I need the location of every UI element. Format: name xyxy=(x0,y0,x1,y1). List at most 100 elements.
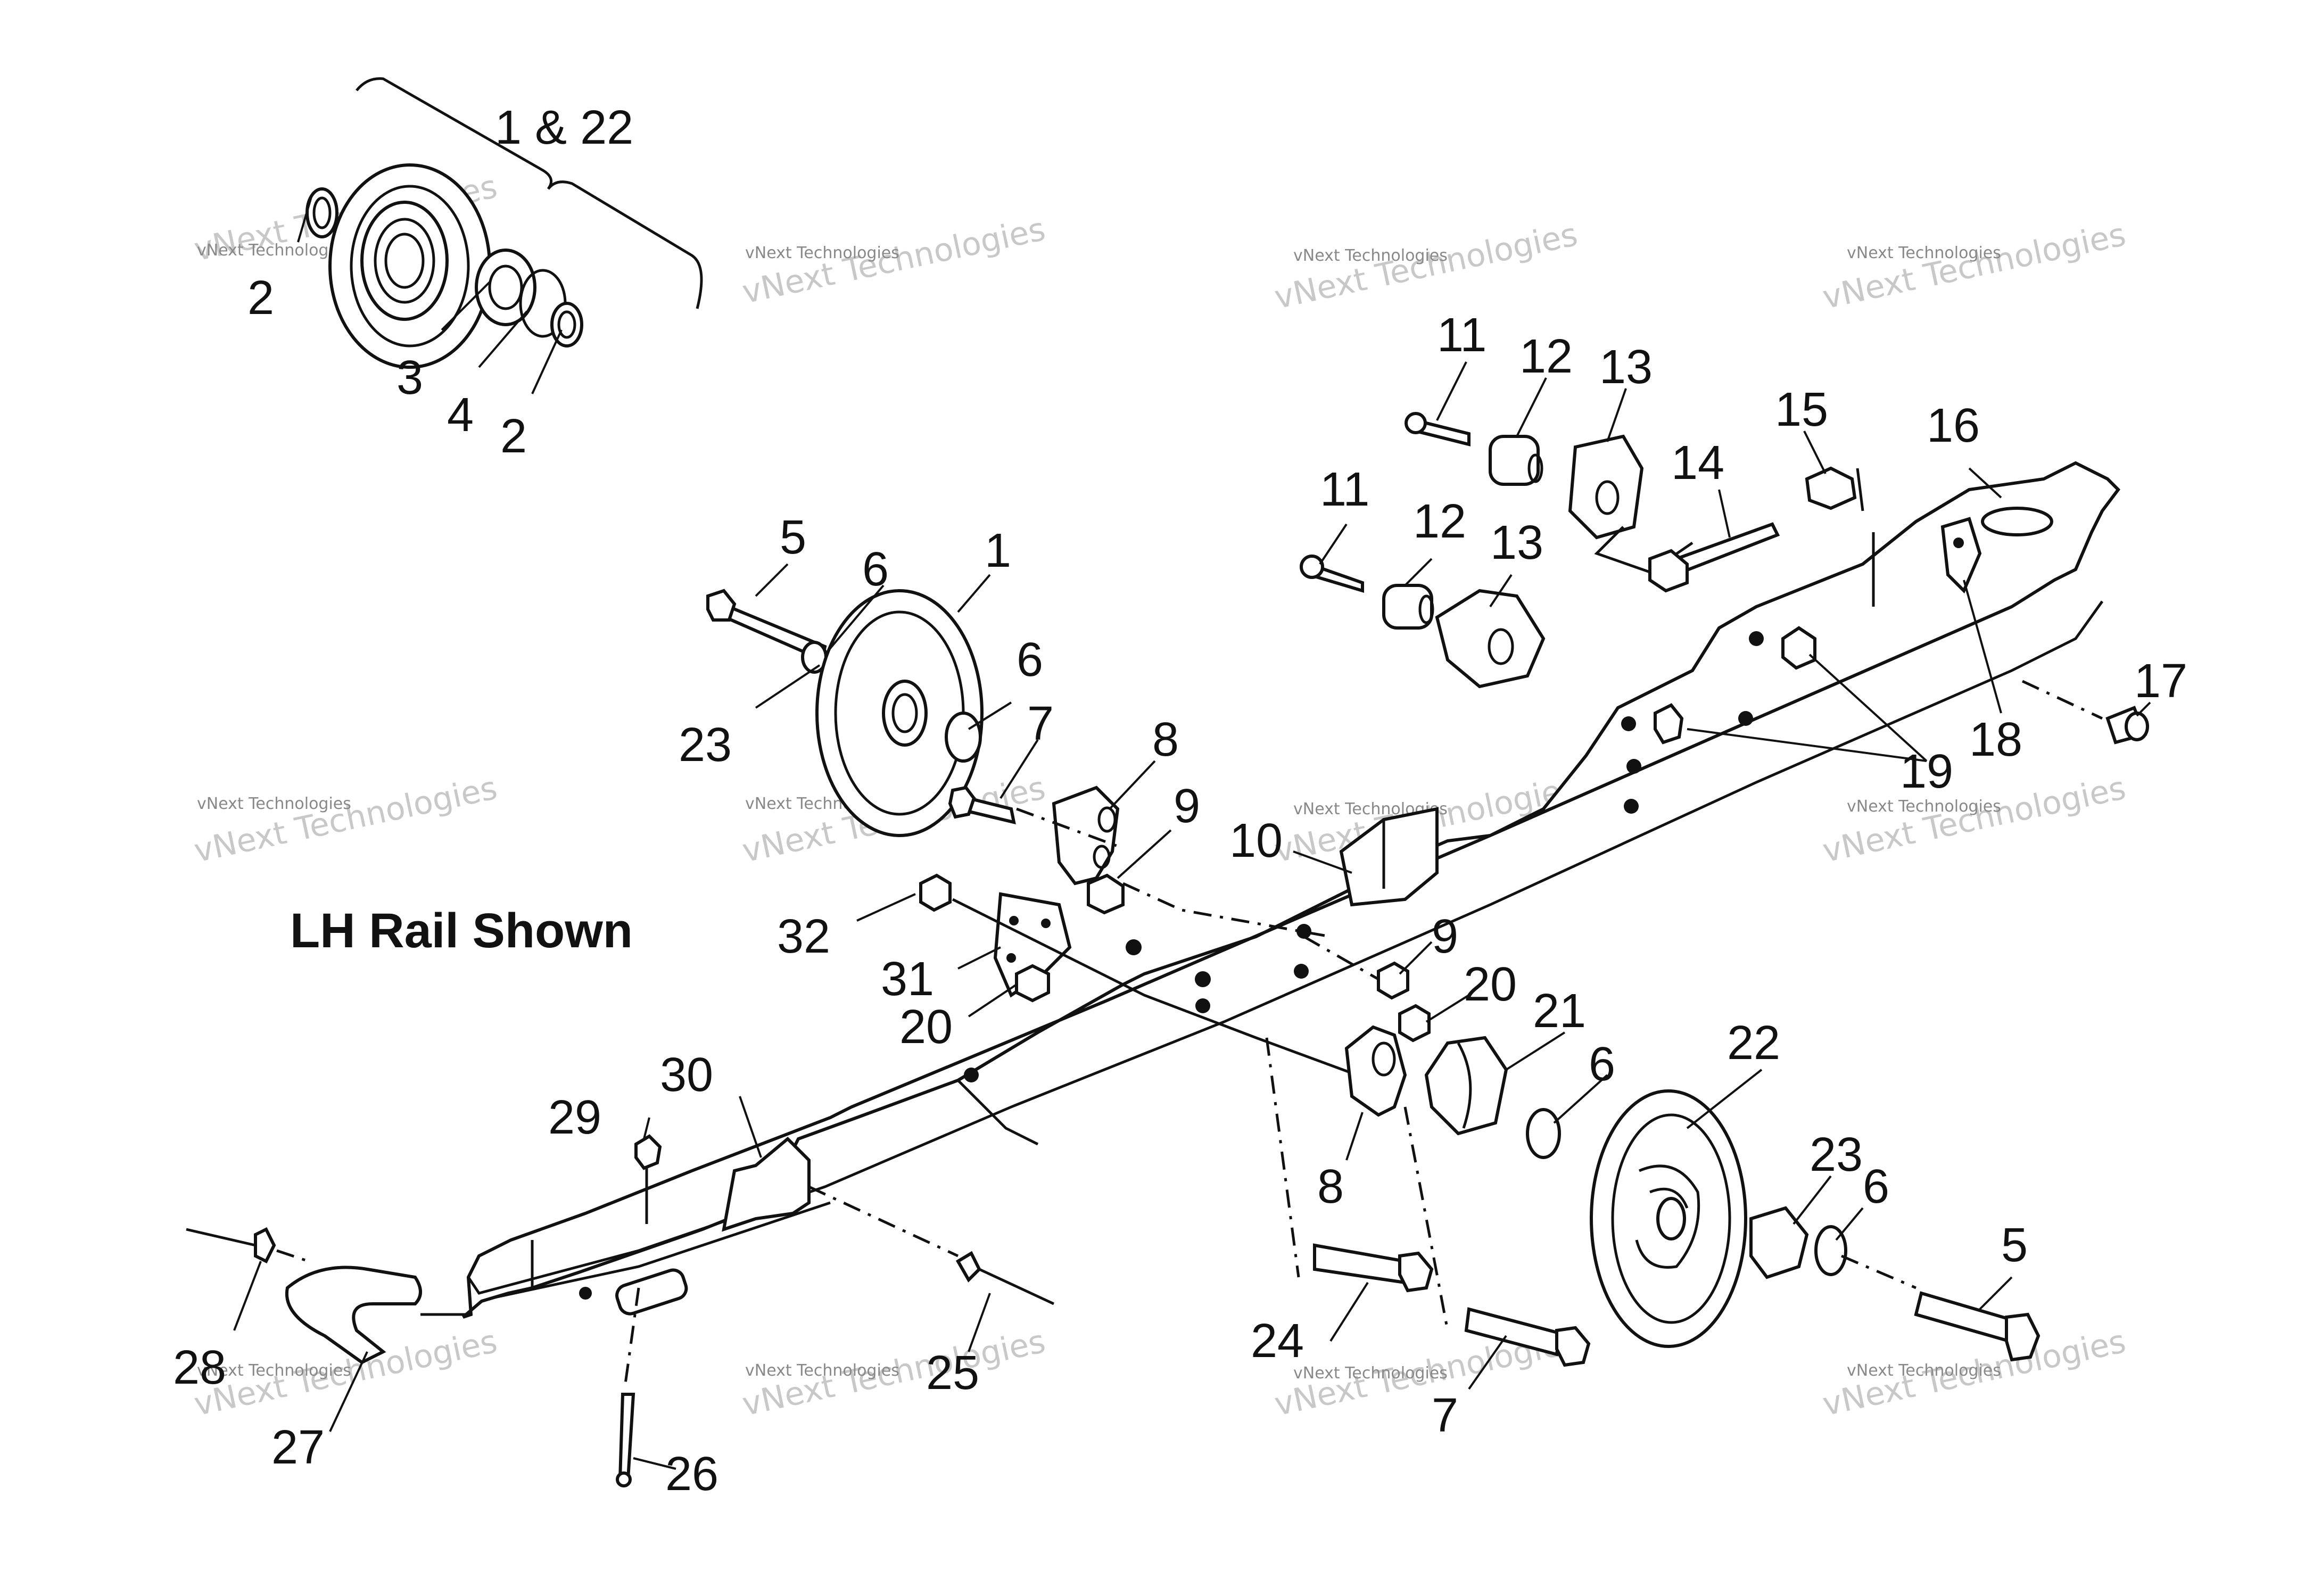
callout-10: 10 xyxy=(1229,814,1283,867)
callout-23: 23 xyxy=(679,718,732,772)
block-30 xyxy=(722,1136,811,1232)
callout-20: 20 xyxy=(899,1000,953,1054)
callout-15: 15 xyxy=(1775,383,1828,436)
watermark: vNext Technologies xyxy=(1293,246,1448,265)
callout-25: 25 xyxy=(926,1346,979,1400)
callout-24: 24 xyxy=(1251,1314,1304,1368)
nut-29 xyxy=(634,1134,662,1170)
watermark: vNext Technologies xyxy=(1847,244,2001,262)
bolt-5-rear xyxy=(1914,1291,2014,1343)
bracket-8-front xyxy=(1052,785,1120,886)
nut-19-b xyxy=(1654,703,1684,745)
bumper-27 xyxy=(285,1266,422,1365)
callout-30: 30 xyxy=(660,1048,713,1102)
callout-21: 21 xyxy=(1533,985,1586,1038)
nut-9-mid xyxy=(1377,961,1409,1000)
title: LH Rail Shown xyxy=(290,904,633,958)
inset-bracket-right xyxy=(547,180,703,309)
watermark: vNext Technologies xyxy=(1293,1364,1448,1383)
rivet-26 xyxy=(618,1393,635,1481)
callout-29: 29 xyxy=(548,1091,601,1144)
watermark-2: vNext Technologies xyxy=(1271,216,1581,317)
callout-18: 18 xyxy=(1969,713,2022,766)
callout-labels: 1 & 22 2 3 4 2 5 6 1 23 6 7 8 9 10 11 12… xyxy=(173,101,2187,1501)
callout-14: 14 xyxy=(1671,436,1724,490)
bumper-13-upper xyxy=(1568,434,1644,540)
callout-9: 9 xyxy=(1174,780,1200,833)
rail-bottom-edge xyxy=(489,1201,831,1300)
bolt-24 xyxy=(1313,1243,1407,1285)
rail-window xyxy=(615,1268,688,1316)
nut-9-front xyxy=(1087,873,1125,915)
callout-28: 28 xyxy=(173,1341,226,1394)
nut-32 xyxy=(919,873,952,912)
rear-wheel-group xyxy=(1313,1089,2041,1367)
callout-12: 12 xyxy=(1519,330,1573,383)
leader-lines xyxy=(233,196,2151,1470)
callout-32: 32 xyxy=(777,910,830,963)
watermark: vNext Technologies xyxy=(745,244,899,262)
callout-1-22: 1 & 22 xyxy=(495,101,633,154)
callout-13: 13 xyxy=(1599,341,1653,394)
callout-13: 13 xyxy=(1490,516,1543,569)
nut-20-left xyxy=(1015,964,1050,1003)
callout-9: 9 xyxy=(1432,910,1458,963)
nut-20-right xyxy=(1398,1004,1431,1043)
callout-17: 17 xyxy=(2134,655,2187,708)
inset-bracket-left xyxy=(356,77,553,190)
watermark: vNext Technologies xyxy=(1847,1361,2001,1380)
callout-22: 22 xyxy=(1727,1016,1780,1070)
callout-6: 6 xyxy=(862,543,889,596)
bracket-18 xyxy=(1940,517,1982,594)
fastener-25 xyxy=(955,1251,981,1283)
watermark: vNext Technologies xyxy=(197,1361,351,1380)
callout-8: 8 xyxy=(1152,713,1179,766)
callout-16: 16 xyxy=(1927,399,1980,452)
callout-5: 5 xyxy=(2001,1219,2028,1272)
callout-2: 2 xyxy=(247,271,274,325)
callout-26: 26 xyxy=(665,1448,718,1501)
rail-slot xyxy=(1981,507,2053,536)
callout-6: 6 xyxy=(1863,1160,1889,1213)
callout-12: 12 xyxy=(1413,495,1466,548)
bolt-7-rear xyxy=(1464,1307,1562,1357)
front-wheel-group xyxy=(706,589,1331,938)
watermark-2: vNext Technologies xyxy=(1820,216,2129,317)
callout-6: 6 xyxy=(1589,1038,1615,1091)
callout-7: 7 xyxy=(1027,697,1054,750)
spacer-12-upper xyxy=(1489,435,1540,486)
rail-lower-edge xyxy=(467,600,2104,1295)
tail-parts xyxy=(186,1134,1055,1487)
callout-20: 20 xyxy=(1464,958,1517,1011)
upper-parts xyxy=(1300,412,2149,907)
callout-2: 2 xyxy=(500,410,527,463)
callout-27: 27 xyxy=(271,1421,325,1474)
washer-6-c xyxy=(1526,1108,1561,1159)
inset-wheel-assembly xyxy=(305,77,703,369)
watermark: vNext Technologies xyxy=(745,1361,899,1380)
spacer-21 xyxy=(1424,1036,1508,1136)
callout-5: 5 xyxy=(780,511,806,564)
watermark: vNext Technologies xyxy=(197,241,351,260)
nut-19-a xyxy=(1781,626,1816,670)
bearing-2-left xyxy=(305,187,338,238)
watermark: vNext Technologies xyxy=(197,795,351,813)
watermark: vNext Technologies xyxy=(1847,797,2001,816)
watermark-2: vNext Technologies xyxy=(1820,770,2129,870)
callout-23: 23 xyxy=(1810,1128,1863,1181)
washer-6-b xyxy=(945,712,982,763)
fastener-28 xyxy=(254,1227,276,1264)
callout-1: 1 xyxy=(985,524,1011,577)
callout-4: 4 xyxy=(447,388,474,442)
spacer-23 xyxy=(1749,1206,1809,1279)
watermark-2: vNext Technologies xyxy=(191,770,501,870)
callout-31: 31 xyxy=(881,953,934,1006)
bolt-14 xyxy=(1674,522,1780,574)
middle-parts xyxy=(919,873,1561,1331)
callout-19: 19 xyxy=(1900,745,1953,798)
callout-11: 11 xyxy=(1320,463,1369,516)
callout-11: 11 xyxy=(1437,309,1486,362)
nut-15 xyxy=(1805,466,1857,510)
callout-3: 3 xyxy=(396,351,423,404)
